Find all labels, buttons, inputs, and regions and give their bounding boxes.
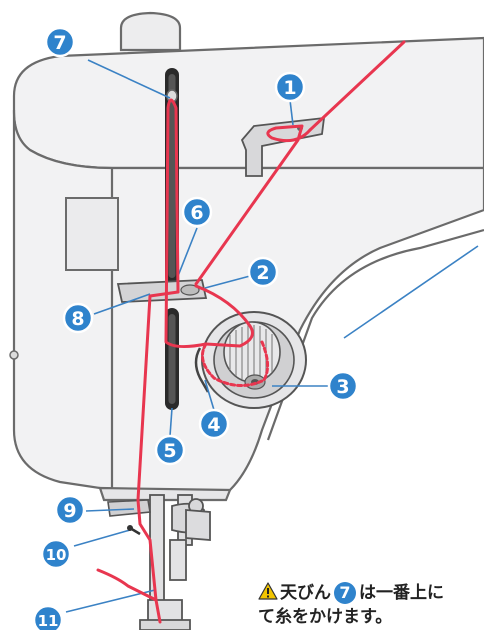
warning-icon xyxy=(258,582,278,600)
callout-label: 3 xyxy=(336,376,349,398)
callout-circle xyxy=(198,408,230,440)
thread-dial-loop xyxy=(200,340,269,387)
leader-9 xyxy=(85,508,135,512)
callout-circle xyxy=(327,370,359,402)
callout-badge-2: 2 xyxy=(247,256,279,288)
leader-1 xyxy=(289,99,294,126)
thread-needle-tail xyxy=(154,598,162,624)
callout-circle xyxy=(32,604,64,630)
upper-slot-inner xyxy=(168,74,176,278)
guide-plate xyxy=(116,279,208,303)
thread-to-dial xyxy=(194,284,254,348)
callout-label: 5 xyxy=(163,440,176,462)
callout-badge-11: 11 xyxy=(32,604,64,630)
callout-circle xyxy=(54,494,86,526)
note-badge: 7 xyxy=(334,582,356,604)
thread-path xyxy=(96,40,406,624)
tension-dial xyxy=(201,311,307,409)
callout-label: 7 xyxy=(53,32,66,54)
thread-guide-loop xyxy=(194,124,312,286)
callout-badge-7: 7 xyxy=(44,26,76,58)
leader-2 xyxy=(204,275,251,289)
thread-foot-tail xyxy=(96,568,158,602)
note-text-before: 天びん xyxy=(280,583,331,603)
needle-clamp-screw xyxy=(127,525,133,531)
leader-8 xyxy=(93,293,151,315)
callout-badge-1: 1 xyxy=(274,71,306,103)
callout-label: 2 xyxy=(256,262,269,284)
callout-badge-8: 8 xyxy=(62,302,94,334)
callout-label: 9 xyxy=(63,500,76,522)
callout-badges: 1 2 3 4 5 6 7 8 9 10 11 xyxy=(32,26,359,630)
note-text-after: は一番上に xyxy=(359,583,444,603)
leader-10 xyxy=(73,529,131,547)
note-line-2: て糸をかけます。 xyxy=(258,607,393,627)
head-bottom-plate xyxy=(98,486,232,502)
thread-down xyxy=(136,290,180,602)
machine-head xyxy=(12,110,484,502)
callout-badge-5: 5 xyxy=(154,434,186,466)
leader-6 xyxy=(177,227,198,277)
callout-badge-4: 4 xyxy=(198,408,230,440)
side-knob xyxy=(9,350,19,360)
callout-label: 4 xyxy=(207,414,220,436)
callout-circle xyxy=(247,256,279,288)
callout-label: 8 xyxy=(71,308,84,330)
leader-5 xyxy=(169,407,173,437)
lower-slot-inner xyxy=(168,314,176,404)
callout-label: 1 xyxy=(283,77,296,99)
callout-circle xyxy=(62,302,94,334)
thread-up-to-lever xyxy=(164,98,208,349)
needle-bar-guide xyxy=(107,499,151,517)
check-spring xyxy=(194,347,210,393)
neck-curve xyxy=(266,228,484,441)
callout-circle xyxy=(40,538,72,570)
callout-badge-9: 9 xyxy=(54,494,86,526)
callout-circle xyxy=(44,26,76,58)
presser-assembly xyxy=(139,494,211,630)
callout-label: 11 xyxy=(38,612,59,630)
machine-body xyxy=(12,11,484,502)
callout-circle xyxy=(274,71,306,103)
callout-badge-10: 10 xyxy=(40,538,72,570)
leader-4 xyxy=(204,379,215,411)
side-window xyxy=(65,197,119,271)
leader-dial-extra xyxy=(343,245,479,339)
spool-pin xyxy=(119,11,182,52)
callout-badge-3: 3 xyxy=(327,370,359,402)
thread-incoming xyxy=(308,40,406,132)
callout-badge-6: 6 xyxy=(181,196,213,228)
callout-circle xyxy=(154,434,186,466)
callout-circle xyxy=(181,196,213,228)
callout-label: 10 xyxy=(46,546,67,564)
leader-7 xyxy=(87,59,171,99)
callout-label: 6 xyxy=(190,202,203,224)
